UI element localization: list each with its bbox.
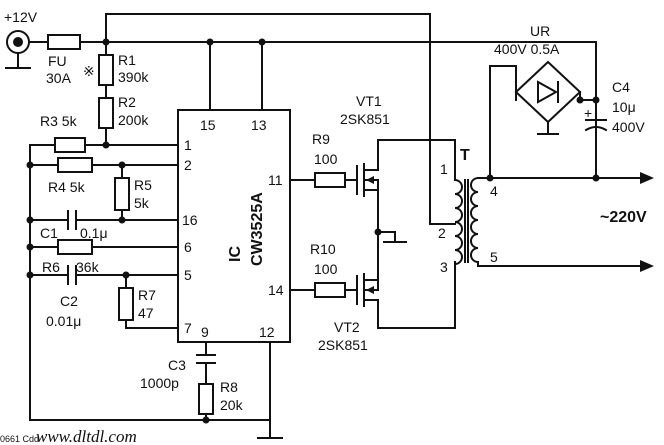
r1-ref: R1 (118, 52, 136, 68)
pin-9: 9 (201, 324, 209, 340)
r8-icon (198, 383, 214, 415)
supply-connector-icon (5, 30, 31, 69)
r7-ref: R7 (138, 287, 156, 303)
c4-value: 10μ (612, 99, 636, 115)
bridge-ref: UR (530, 23, 550, 39)
r7-value: 47 (138, 305, 154, 321)
tap-1: 1 (440, 161, 448, 177)
pin-11: 11 (268, 172, 283, 188)
r5-value: 5k (134, 195, 150, 211)
vt1-mosfet-icon (356, 163, 379, 197)
r2-icon (98, 97, 114, 129)
pin-15: 15 (200, 117, 216, 133)
ic-ref: IC (227, 246, 244, 262)
pin-1: 1 (184, 137, 192, 153)
r6-icon (57, 239, 93, 255)
fuse-icon (47, 34, 81, 50)
r9-icon (314, 172, 346, 188)
tap-4: 4 (490, 183, 498, 199)
r4-label: R4 5k (48, 179, 86, 195)
r10-ref: R10 (310, 241, 336, 257)
c4-icon: + (584, 105, 608, 132)
c1-label: C1 (40, 225, 58, 241)
svg-text:+: + (584, 105, 592, 121)
c1-icon (67, 210, 77, 230)
pin-16: 16 (182, 212, 198, 228)
r4-icon (57, 157, 93, 173)
r10-value: 100 (314, 261, 338, 277)
output-arrow-bottom (640, 260, 654, 272)
fuse-mark: ※ (83, 63, 95, 79)
r2-value: 200k (118, 112, 149, 128)
supply-label: +12V (4, 9, 38, 25)
pin-12: 12 (259, 324, 275, 340)
tap-2: 2 (438, 225, 446, 241)
r6-label: R6 (42, 259, 60, 275)
r8-value: 20k (220, 397, 244, 413)
tap-3: 3 (440, 259, 448, 275)
bridge-rating: 400V 0.5A (494, 41, 560, 57)
fuse-ref: FU (48, 53, 67, 69)
pin-2: 2 (184, 157, 192, 173)
pin-14: 14 (268, 282, 284, 298)
pin-7: 7 (184, 320, 192, 336)
c3-icon (196, 354, 216, 364)
pin-5: 5 (184, 267, 192, 283)
watermark-text: www.dltdl.com (36, 427, 137, 445)
r5-icon (114, 177, 130, 211)
watermark-corner: 0661 Cdd (0, 434, 39, 444)
r9-ref: R9 (312, 131, 330, 147)
c2-ref: C2 (60, 293, 78, 309)
r6-value: 36k (76, 259, 100, 275)
c4-voltage: 400V (612, 119, 645, 135)
r2-ref: R2 (118, 94, 136, 110)
r1-icon (98, 54, 114, 86)
c2-value: 0.01μ (46, 313, 81, 329)
ic-body (177, 109, 291, 343)
r3-label: R3 5k (40, 113, 78, 129)
ic-part: CW3525A (249, 192, 266, 266)
bridge-rectifier-icon (514, 60, 582, 135)
vt2-part: 2SK851 (318, 337, 368, 353)
c4-ref: C4 (612, 79, 630, 95)
vt1-ref: VT1 (356, 93, 382, 109)
c2-icon (67, 265, 77, 285)
vt2-ref: VT2 (334, 319, 360, 335)
r7-icon (118, 287, 134, 321)
c3-value: 1000p (140, 375, 179, 391)
c1-value: 0.1μ (80, 225, 108, 241)
tap-5: 5 (490, 249, 498, 265)
transformer-ref: T (460, 147, 470, 164)
junction-dots (26, 38, 600, 424)
r8-ref: R8 (220, 379, 238, 395)
output-label: ~220V (600, 209, 647, 226)
vt1-part: 2SK851 (340, 111, 390, 127)
r9-value: 100 (314, 151, 338, 167)
r1-value: 390k (118, 69, 149, 85)
vt2-mosfet-icon (356, 273, 379, 307)
wires (29, 13, 641, 439)
r10-icon (314, 282, 346, 298)
c3-ref: C3 (168, 357, 186, 373)
transformer-icon (453, 176, 480, 267)
pin-6: 6 (184, 239, 192, 255)
output-arrow-top (640, 172, 654, 184)
r5-ref: R5 (134, 177, 152, 193)
r3-icon (54, 137, 86, 153)
pin-13: 13 (251, 117, 267, 133)
fuse-value: 30A (46, 70, 72, 86)
